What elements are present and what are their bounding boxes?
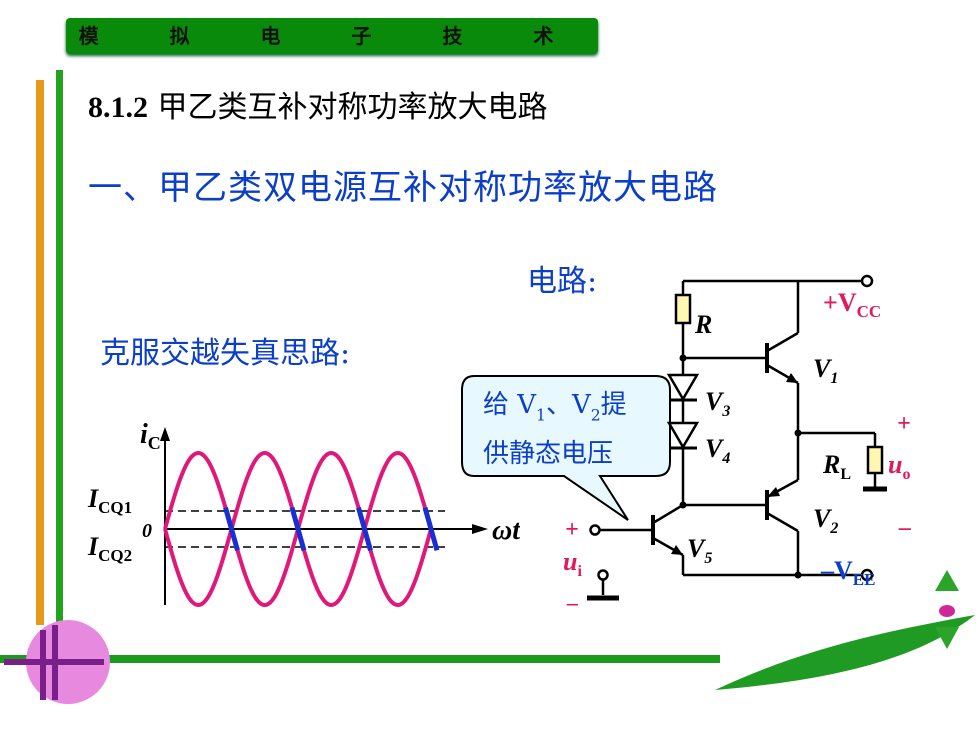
v3-label: V3 bbox=[705, 387, 730, 420]
r-label: R bbox=[694, 310, 712, 339]
ic-label: iC bbox=[140, 419, 161, 453]
left-green-bar bbox=[56, 70, 63, 650]
swoosh-decor bbox=[715, 615, 975, 690]
crossover-overlap-mark bbox=[289, 507, 307, 551]
resistor-r bbox=[674, 293, 692, 325]
uo-label: uo bbox=[888, 450, 910, 483]
left-accent-bar bbox=[36, 80, 44, 625]
crossover-overlap-mark bbox=[223, 507, 240, 551]
vcc-label: +VCC bbox=[823, 288, 881, 321]
ui-minus: – bbox=[566, 590, 578, 615]
header-banner: 模 拟 电 子 技 术 bbox=[66, 18, 598, 54]
banner-title: 模 拟 电 子 技 术 bbox=[78, 24, 586, 48]
home-icon[interactable] bbox=[939, 605, 955, 617]
crossover-overlap-mark bbox=[422, 507, 440, 551]
v4-label: V4 bbox=[705, 434, 730, 467]
diode-v3 bbox=[666, 373, 700, 402]
v1-label: V1 bbox=[813, 354, 838, 387]
callout-text: 给 V1、V2提 供静态电压 bbox=[483, 386, 627, 473]
icq2-label: ICQ2 bbox=[87, 532, 132, 565]
section-title: 甲乙类互补对称功率放大电路 bbox=[157, 90, 548, 125]
ui-plus: + bbox=[565, 517, 579, 543]
zero-label: 0 bbox=[142, 520, 152, 542]
rl-label: RL bbox=[822, 450, 851, 483]
idea-label: 克服交越失真思路: bbox=[100, 336, 351, 371]
v5-label: V5 bbox=[687, 534, 712, 567]
v2-label: V2 bbox=[813, 504, 838, 537]
vee-label: –VEE bbox=[820, 556, 875, 589]
icq1-label: ICQ1 bbox=[87, 484, 132, 517]
section-number: 8.1.2 bbox=[88, 91, 148, 124]
callout-line2: 供静态电压 bbox=[483, 438, 614, 469]
ui-label: ui bbox=[563, 547, 582, 580]
circuit-diagram: +VCC R V1 V3 V4 + RL uo – V2 + V5 ui –VE… bbox=[563, 274, 911, 615]
bottom-green-bar bbox=[0, 655, 720, 663]
prev-slide-icon[interactable] bbox=[935, 570, 959, 591]
resistor-rl bbox=[866, 445, 884, 475]
diode-v4 bbox=[666, 421, 700, 450]
circuit-label: 电路: bbox=[527, 264, 598, 299]
waveform-diagram: iC ICQ1 0 ICQ2 ωt bbox=[87, 419, 520, 608]
uo-plus: + bbox=[897, 411, 911, 437]
section-heading: 8.1.2 甲乙类互补对称功率放大电路 bbox=[88, 82, 548, 126]
uo-minus: – bbox=[898, 515, 911, 541]
callout-bubble bbox=[461, 375, 671, 521]
slide-nav bbox=[935, 570, 959, 649]
next-slide-icon[interactable] bbox=[935, 627, 959, 649]
subheading: 一、甲乙类双电源互补对称功率放大电路 bbox=[88, 168, 718, 208]
callout-line1: 给 V1、V2提 bbox=[483, 390, 627, 425]
crossover-overlap-mark bbox=[356, 507, 373, 551]
wt-label: ωt bbox=[492, 515, 520, 546]
